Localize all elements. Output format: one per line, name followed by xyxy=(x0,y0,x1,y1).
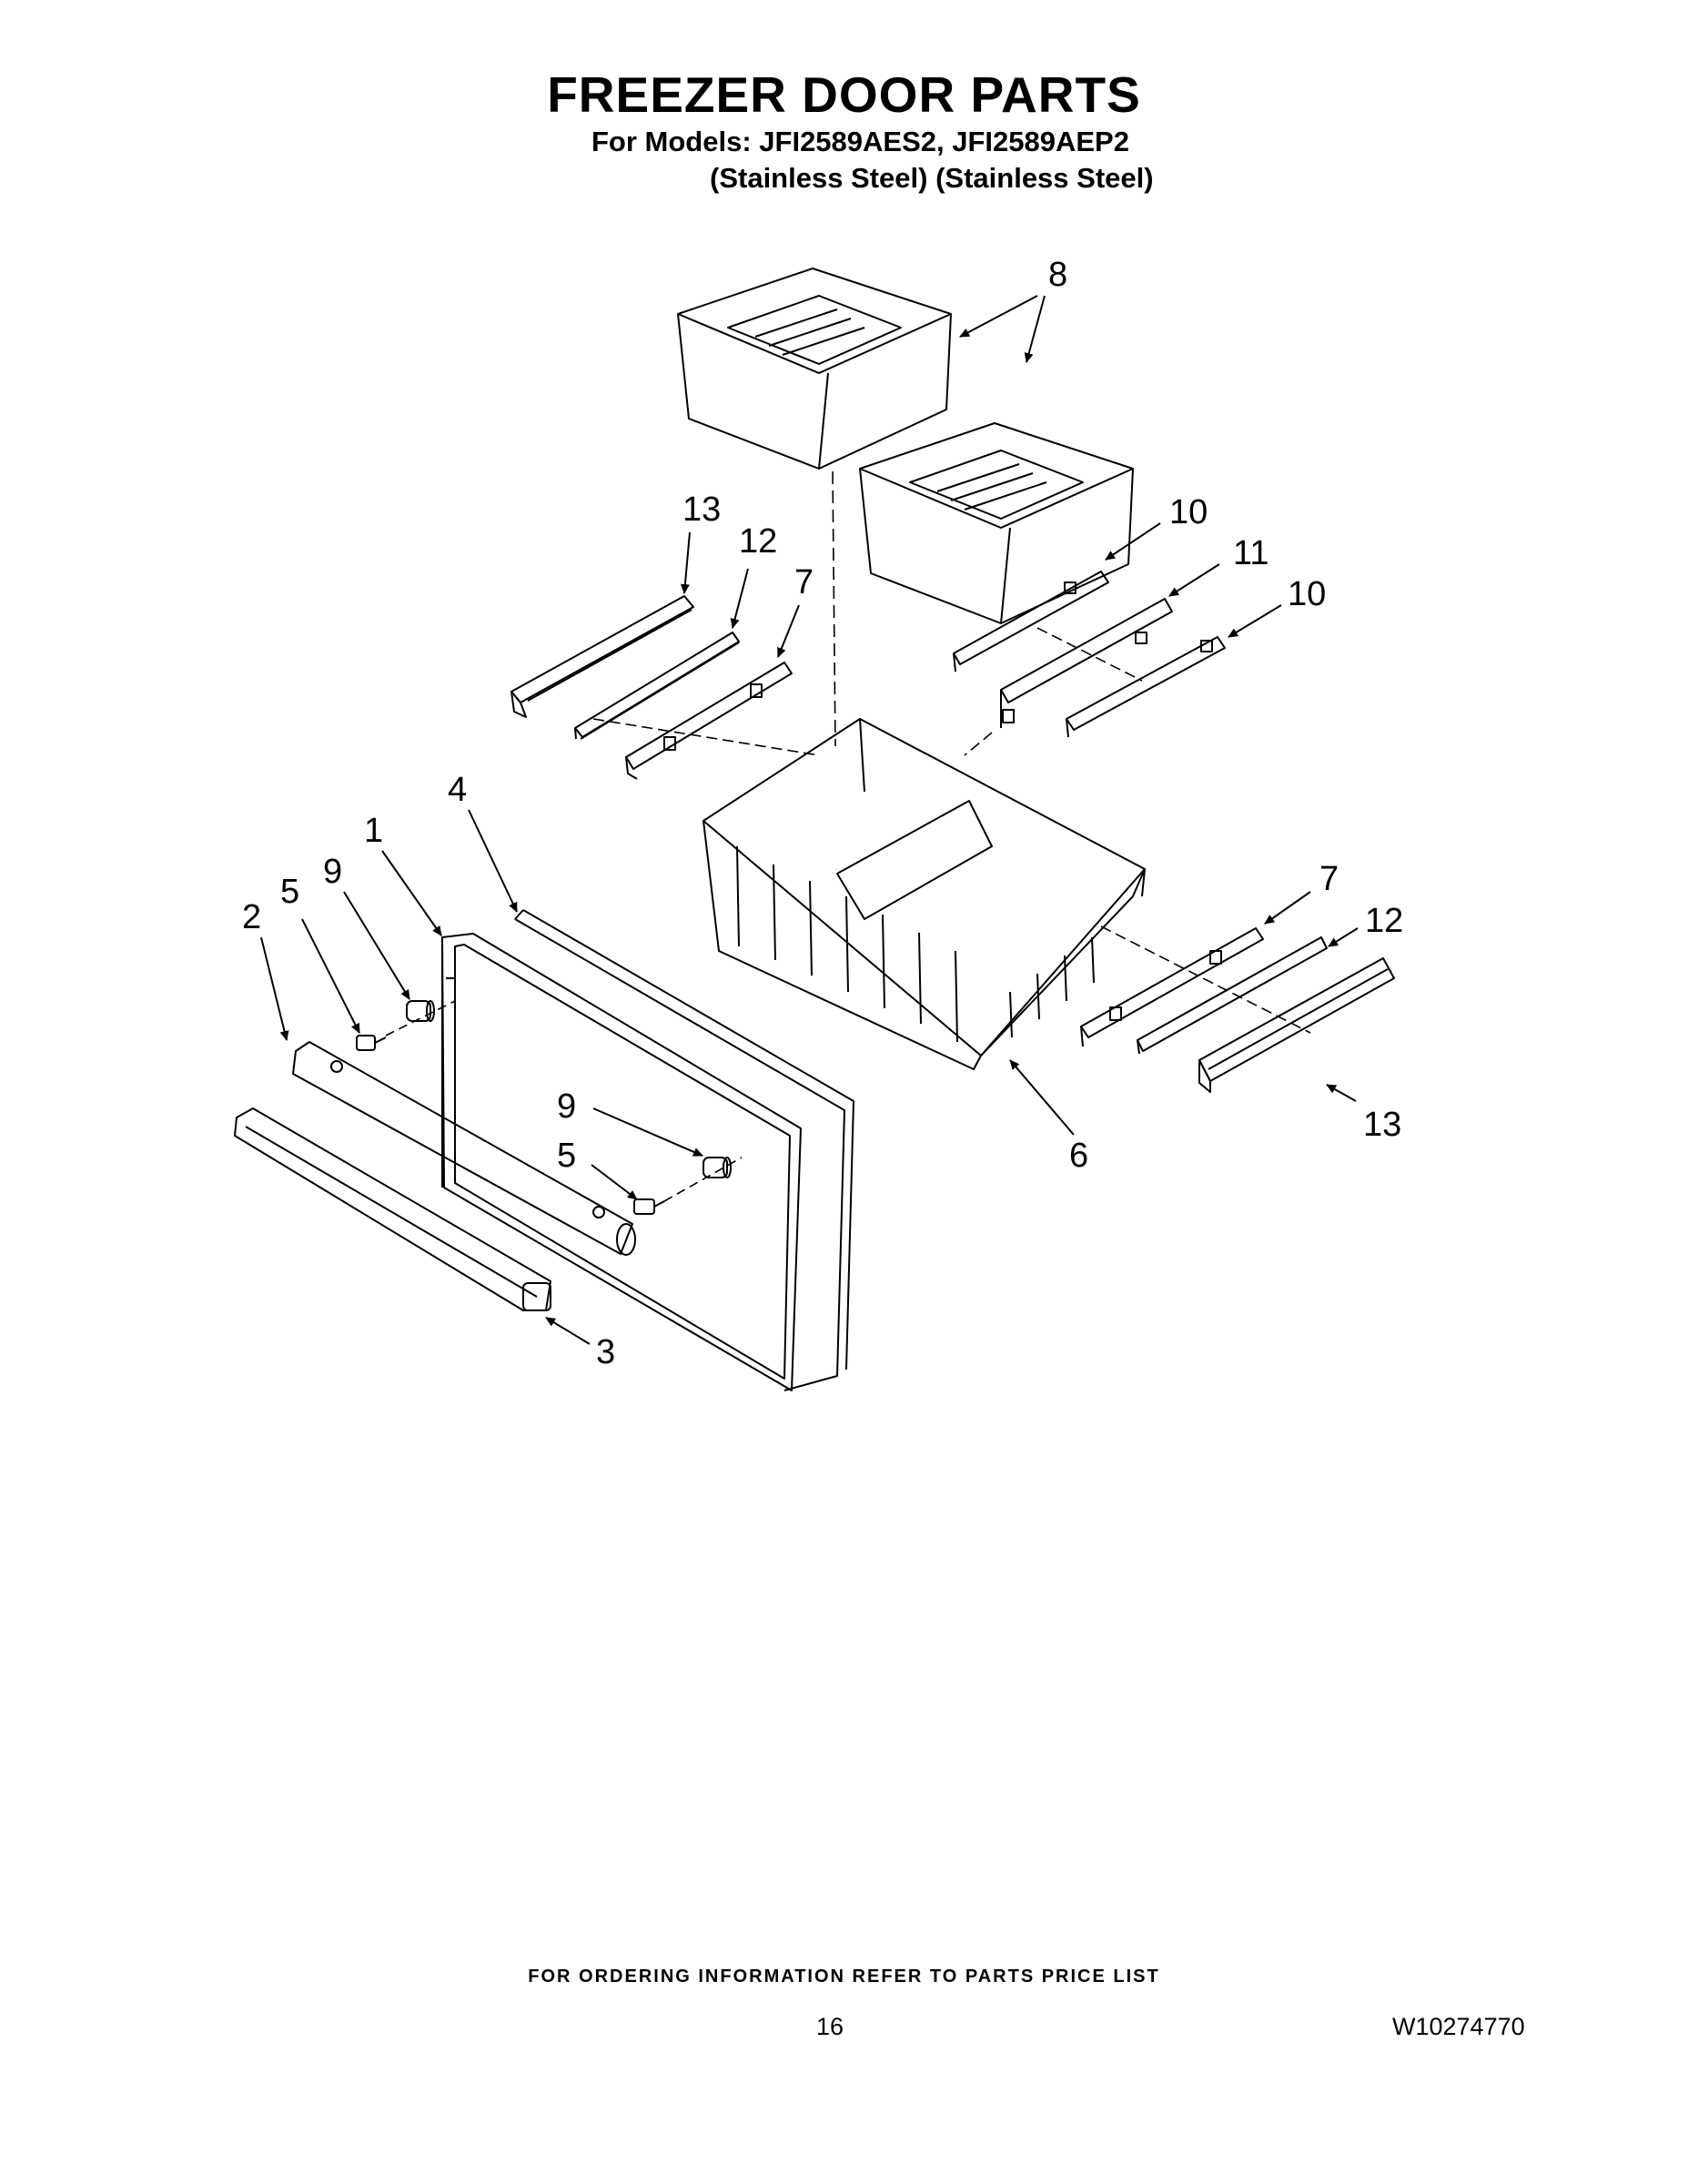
callout-stud-upper: 5 xyxy=(280,873,299,911)
callout-end-cap: 3 xyxy=(596,1333,615,1371)
drawer-slide-top-right xyxy=(1066,636,1226,738)
callout-rail-left: 12 xyxy=(739,522,777,561)
callout-spacer-middle: 9 xyxy=(557,1087,576,1126)
document-number: W10274770 xyxy=(1392,2013,1525,2040)
slide-rail-center xyxy=(1000,598,1173,728)
storage-bin-front xyxy=(859,422,1134,624)
callout-slide-top-a: 10 xyxy=(1169,493,1208,531)
callout-rail-right: 12 xyxy=(1365,902,1403,940)
leader-rail-right xyxy=(1328,927,1359,947)
callout-gasket: 4 xyxy=(448,771,467,809)
storage-bin-rear xyxy=(677,268,952,470)
callout-stud-middle: 5 xyxy=(557,1137,576,1175)
leader-slide-top-b xyxy=(1228,604,1282,638)
freezer-basket xyxy=(702,718,1146,1070)
callout-bins: 8 xyxy=(1048,256,1067,294)
leader-slide-right xyxy=(1264,891,1311,925)
handle-end-cap xyxy=(234,1107,551,1311)
leader-handle xyxy=(260,936,289,1041)
leader-door xyxy=(381,850,442,936)
callout-door: 1 xyxy=(364,812,383,850)
drawer-slide-right xyxy=(1080,927,1264,1047)
callout-spacer-upper: 9 xyxy=(323,853,342,891)
callout-basket: 6 xyxy=(1069,1137,1088,1175)
slide-cover-left xyxy=(510,595,694,718)
drawer-slide-left xyxy=(625,662,793,780)
spacer-upper xyxy=(406,1000,435,1022)
leader-bins-b xyxy=(1024,295,1046,363)
door-gasket xyxy=(514,909,854,1391)
stud-middle xyxy=(633,1198,665,1215)
spacer-middle xyxy=(702,1157,732,1178)
models-line: For Models: JFI2589AES2, JFI2589AEP2 xyxy=(591,126,1129,157)
callout-handle: 2 xyxy=(242,898,261,936)
drawer-slide-top-left xyxy=(953,571,1109,672)
leader-stud-upper xyxy=(301,918,360,1034)
slide-rail-left xyxy=(574,632,740,740)
leader-cover-left xyxy=(680,531,691,594)
leader-gasket xyxy=(468,809,518,913)
leader-basket xyxy=(1009,1059,1075,1136)
page-title: FREEZER DOOR PARTS xyxy=(547,66,1141,123)
stud-upper xyxy=(356,1035,387,1051)
callout-slide-left: 7 xyxy=(794,563,814,602)
slide-cover-right xyxy=(1198,957,1395,1093)
callout-cover-left: 13 xyxy=(682,490,721,529)
leader-slide-left xyxy=(777,604,800,658)
page-number: 16 xyxy=(816,2013,844,2040)
slide-rail-right xyxy=(1137,936,1328,1055)
door-handle xyxy=(292,1041,636,1256)
callout-cover-right: 13 xyxy=(1363,1106,1401,1144)
callout-slide-right: 7 xyxy=(1319,860,1339,898)
callout-slide-top-b: 10 xyxy=(1288,575,1326,613)
leader-spacer-upper xyxy=(343,891,410,1000)
leader-stud-middle xyxy=(591,1164,638,1200)
leader-rail-left xyxy=(730,568,749,629)
callout-rail-top: 11 xyxy=(1233,534,1269,572)
door-panel xyxy=(441,933,802,1391)
ordering-note: FOR ORDERING INFORMATION REFER TO PARTS … xyxy=(528,1967,1160,1987)
leader-cover-right xyxy=(1326,1084,1357,1102)
leader-rail-top xyxy=(1168,563,1220,597)
leader-bins-a xyxy=(959,295,1038,338)
leader-end-cap xyxy=(545,1317,591,1345)
finish-line: (Stainless Steel) (Stainless Steel) xyxy=(710,162,1154,194)
leader-spacer-middle xyxy=(592,1107,703,1157)
leader-slide-top-a xyxy=(1105,522,1161,561)
